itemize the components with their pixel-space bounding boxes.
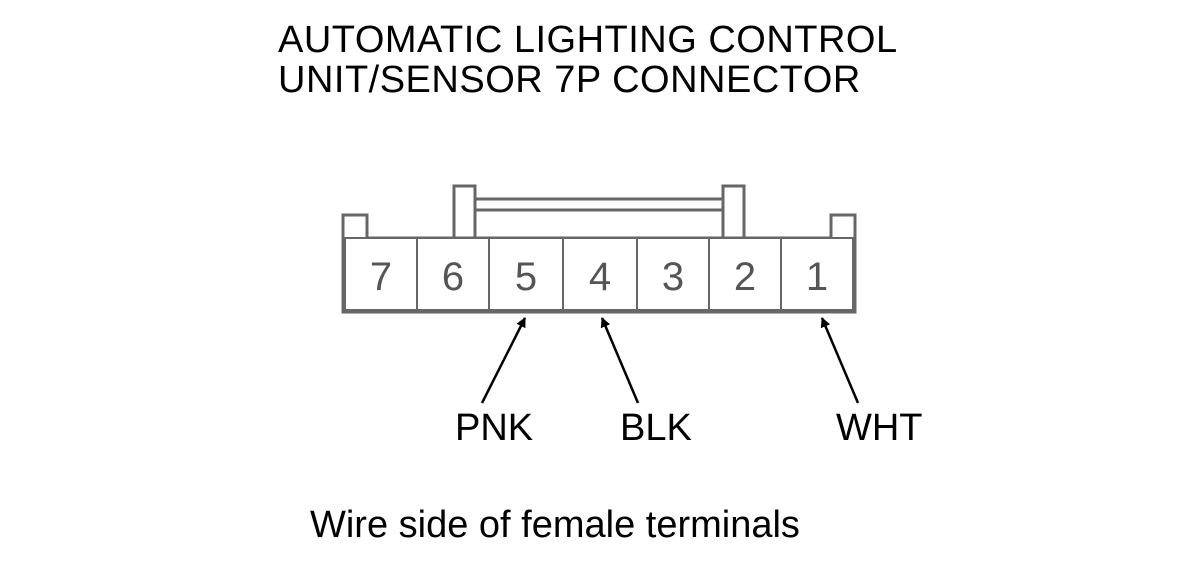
- diagram-title-line-2: UNIT/SENSOR 7P CONNECTOR: [278, 59, 861, 101]
- diagram-caption: Wire side of female terminals: [310, 504, 800, 546]
- wire-arrow-pnk: [480, 317, 527, 404]
- pin-number-5: 5: [515, 255, 537, 299]
- pin-number-2: 2: [734, 255, 756, 299]
- pin-number-1: 1: [806, 255, 828, 299]
- wire-arrow-blk: [600, 317, 640, 404]
- pin-cavity-7: [344, 237, 418, 311]
- pin-cavity-1: [780, 237, 854, 311]
- wire-color-label-pnk: PNK: [455, 407, 534, 449]
- diagram-title-line-1: AUTOMATIC LIGHTING CONTROL: [278, 19, 898, 61]
- pin-cavity-4: [562, 237, 638, 311]
- pin-cavity-2: [708, 237, 782, 311]
- connector-latch: [452, 184, 746, 240]
- wire-arrow-wht: [820, 317, 860, 404]
- pin-cavity-6: [416, 237, 490, 311]
- pin-number-4: 4: [589, 255, 611, 299]
- wire-color-label-blk: BLK: [620, 407, 692, 449]
- pin-cavity-3: [636, 237, 710, 311]
- diagram-title: AUTOMATIC LIGHTING CONTROL UNIT/SENSOR 7…: [278, 20, 898, 100]
- pin-number-3: 3: [662, 255, 684, 299]
- pin-number-6: 6: [442, 255, 464, 299]
- wire-color-label-wht: WHT: [836, 407, 923, 449]
- pin-number-7: 7: [370, 255, 392, 299]
